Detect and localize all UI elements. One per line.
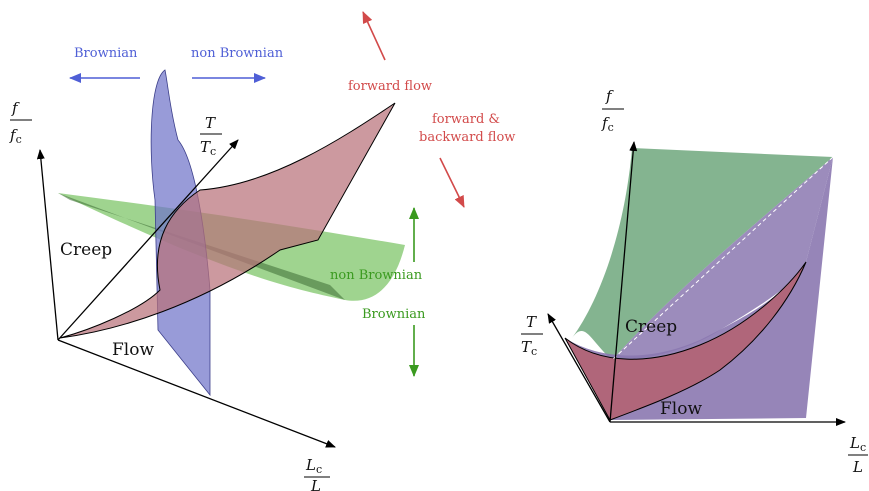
left-axis-T xyxy=(57,139,239,341)
red-forward-backward-line2: backward flow xyxy=(419,130,515,145)
svg-text:Lc: Lc xyxy=(305,456,322,476)
left-diagram: f fc T Tc Lc L Creep Flow Brownian non B… xyxy=(9,11,515,491)
red-surface xyxy=(59,102,396,339)
svg-text:fc: fc xyxy=(9,126,22,146)
svg-text:fc: fc xyxy=(601,114,614,134)
left-axis-T-label: T Tc xyxy=(200,114,222,158)
right-green-surface xyxy=(572,148,833,360)
svg-text:Lc: Lc xyxy=(849,434,866,454)
left-axis-L xyxy=(57,339,336,448)
svg-text:T: T xyxy=(205,114,216,132)
right-purple-surface xyxy=(565,157,833,420)
green-brownian-label: Brownian xyxy=(362,307,426,322)
right-axis-f xyxy=(609,141,638,423)
svg-text:Tc: Tc xyxy=(200,138,216,158)
right-creep-label: Creep xyxy=(625,317,677,337)
left-axis-f-label: f fc xyxy=(9,99,32,146)
blue-non-brownian-label: non Brownian xyxy=(191,46,284,61)
svg-text:f: f xyxy=(605,87,614,105)
red-forward-backward-line1: forward & xyxy=(432,112,500,127)
right-red-surface xyxy=(564,261,807,421)
right-dashed-edge xyxy=(611,156,834,361)
svg-text:Tc: Tc xyxy=(521,338,537,358)
svg-text:L: L xyxy=(852,458,863,476)
svg-text:f: f xyxy=(11,99,20,117)
red-up-arrow xyxy=(362,11,386,61)
svg-text:L: L xyxy=(310,477,321,491)
left-axis-L-label: Lc L xyxy=(304,456,330,491)
blue-brownian-label: Brownian xyxy=(74,46,138,61)
green-non-brownian-label: non Brownian xyxy=(330,268,423,283)
left-creep-label: Creep xyxy=(60,240,112,260)
right-flow-label: Flow xyxy=(660,399,702,419)
right-axis-f-label: f fc xyxy=(601,87,624,134)
right-axis-T xyxy=(547,313,611,423)
red-forward-flow-label: forward flow xyxy=(348,79,432,94)
red-down-arrow xyxy=(439,157,465,208)
left-axis-f xyxy=(36,149,59,341)
right-axis-T-label: T Tc xyxy=(521,313,543,358)
svg-text:T: T xyxy=(526,313,537,331)
left-flow-label: Flow xyxy=(112,340,154,360)
right-axis-L-label: Lc L xyxy=(848,434,868,476)
right-diagram: f fc T Tc Lc L Creep Flow xyxy=(521,87,868,476)
